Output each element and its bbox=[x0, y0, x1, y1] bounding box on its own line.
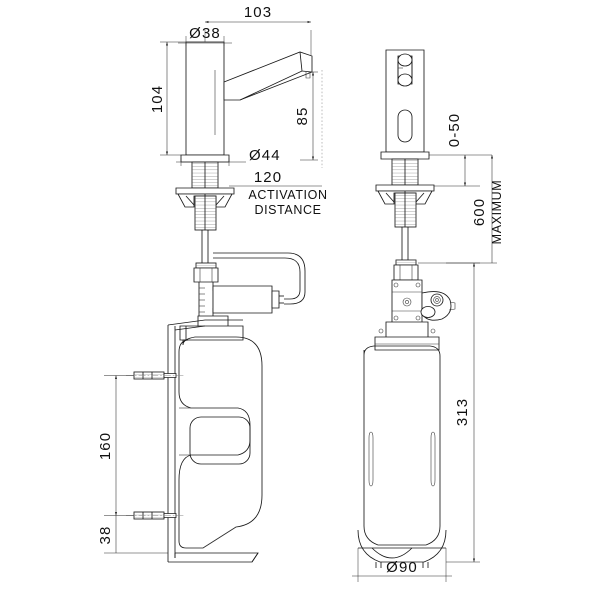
front-supply-tube bbox=[401, 227, 409, 262]
side-bottle-cap bbox=[179, 315, 244, 341]
front-locknut bbox=[375, 184, 435, 205]
dim-bracket-slot-pitch: 160 bbox=[97, 375, 134, 516]
front-tap-body bbox=[385, 49, 425, 153]
dim-label-bottle-diameter: Ø90 bbox=[386, 559, 418, 576]
dim-bench-thickness: 0-50 bbox=[429, 113, 492, 187]
front-shank-upper bbox=[391, 158, 419, 186]
dim-label-body-height: 104 bbox=[149, 85, 166, 113]
dim-shank-diameter: Ø44 bbox=[176, 147, 281, 166]
side-bottle bbox=[178, 336, 263, 549]
side-pump-motor bbox=[212, 285, 284, 314]
front-view-geometry bbox=[357, 49, 456, 568]
dim-label-max-drop-value: 600 bbox=[471, 198, 488, 226]
side-escutcheon bbox=[180, 154, 230, 163]
side-view-geometry bbox=[126, 41, 313, 563]
dim-body-diameter: Ø38 bbox=[178, 25, 232, 46]
side-supply-tube bbox=[201, 230, 209, 265]
dim-label-body-diameter: Ø38 bbox=[189, 25, 221, 42]
side-wall-bracket bbox=[167, 319, 259, 563]
side-tap-body bbox=[185, 41, 225, 156]
side-shank-lower bbox=[194, 195, 217, 231]
dim-label-activation-line2: DISTANCE bbox=[254, 203, 321, 217]
dim-body-height: 104 bbox=[149, 41, 186, 156]
dim-label-activation-line1: ACTIVATION bbox=[248, 188, 327, 202]
dim-label-spout-height: 85 bbox=[294, 107, 311, 126]
front-escutcheon bbox=[380, 151, 430, 160]
side-shank-upper bbox=[191, 161, 219, 189]
dim-activation-distance: 120 ACTIVATION DISTANCE bbox=[229, 169, 327, 217]
dimension-layer: 103 Ø38 104 85 Ø44 bbox=[97, 4, 504, 582]
front-base-cradle bbox=[357, 529, 447, 568]
dim-label-activation-value: 120 bbox=[254, 169, 282, 186]
dim-label-shank-diameter: Ø44 bbox=[249, 147, 281, 164]
dim-label-bracket-slot-pitch: 160 bbox=[97, 432, 114, 460]
dim-label-bracket-lower-gap: 38 bbox=[97, 526, 114, 545]
front-shank-lower bbox=[394, 192, 417, 228]
dim-bracket-lower-gap: 38 bbox=[97, 515, 168, 554]
front-pump-union bbox=[393, 259, 419, 281]
front-pump-motor bbox=[420, 291, 456, 321]
side-locknut bbox=[175, 187, 235, 208]
front-bottle-collar bbox=[374, 321, 440, 351]
dim-label-bottle-height: 313 bbox=[454, 398, 471, 426]
dim-bottle-diameter: Ø90 bbox=[352, 548, 452, 582]
dim-label-spout-reach: 103 bbox=[244, 4, 272, 21]
dim-label-max-drop-note: MAXIMUM bbox=[490, 180, 504, 245]
side-power-cable bbox=[213, 252, 306, 305]
front-pump-head bbox=[391, 279, 423, 325]
front-bottle bbox=[363, 345, 441, 546]
dim-bottle-height: 313 bbox=[446, 262, 480, 563]
dim-spout-reach: 103 bbox=[204, 4, 312, 55]
dim-spout-height: 85 bbox=[294, 70, 323, 168]
dim-label-bench-thickness: 0-50 bbox=[446, 113, 463, 147]
side-pump-union bbox=[193, 262, 219, 283]
